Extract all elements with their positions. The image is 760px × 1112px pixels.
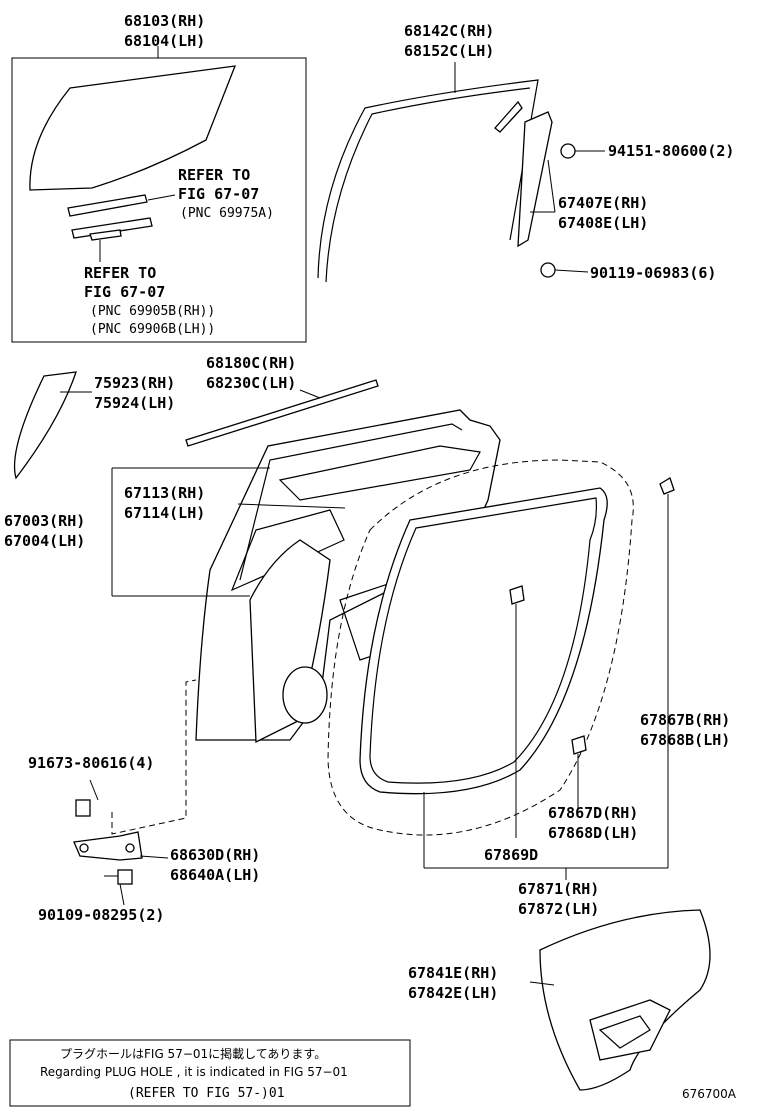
label-garnish-1: 75923(RH)	[94, 374, 175, 392]
bolt-94151[interactable]	[560, 143, 576, 159]
label-hinge-1: 68630D(RH)	[170, 846, 260, 864]
screw-91673[interactable]	[75, 799, 91, 817]
label-door-1: 67003(RH)	[4, 512, 85, 530]
label-garnish-2: 75924(LH)	[94, 394, 175, 412]
label-frame-2: 67408E(LH)	[558, 214, 648, 232]
label-refer2-1: REFER TO	[84, 264, 156, 282]
label-cover-2: 67842E(LH)	[408, 984, 498, 1002]
label-runchannel-1: 68142C(RH)	[404, 22, 494, 40]
label-ws-2: 67872(LH)	[518, 900, 599, 918]
service-cover-group	[529, 909, 711, 1091]
glass-channel-upper	[67, 194, 148, 217]
glass-group-box	[11, 57, 307, 343]
label-door-2: 67004(LH)	[4, 532, 85, 550]
note-box	[9, 1039, 411, 1107]
label-panel-1: 67113(RH)	[124, 484, 205, 502]
service-hole-cover[interactable]	[539, 909, 711, 1091]
label-glass-2: 68104(LH)	[124, 32, 205, 50]
door-assembly	[195, 409, 501, 744]
plug-hole-note: プラグホールはFIG 57−01に掲載してあります。 Regarding PLU…	[9, 1039, 411, 1107]
bolt-90109[interactable]	[117, 869, 133, 885]
bolt-90119[interactable]	[540, 262, 556, 278]
clip-67867b[interactable]	[659, 477, 675, 495]
note-line-refer: (REFER TO FIG 57-)01	[128, 1086, 285, 1101]
label-seal-b-1: 67867B(RH)	[640, 711, 730, 729]
glass-channel-lower	[71, 217, 153, 239]
label-bolt-94151: 94151-80600(2)	[608, 142, 734, 160]
figure-code: 676700A	[682, 1087, 737, 1101]
label-runchannel-2: 68152C(LH)	[404, 42, 494, 60]
glass-channel-clip	[89, 229, 122, 241]
label-clip-67869: 67869D	[484, 846, 538, 864]
label-bolt-90119: 90119-06983(6)	[590, 264, 716, 282]
run-channel[interactable]	[317, 79, 539, 279]
label-belt-1: 68180C(RH)	[206, 354, 296, 372]
label-seal-d-2: 67868D(LH)	[548, 824, 638, 842]
weatherstrip-outline	[327, 459, 634, 836]
label-refer1-2: FIG 67-07	[178, 185, 259, 203]
hinge-group	[73, 679, 197, 906]
note-line-en: Regarding PLUG HOLE , it is indicated in…	[40, 1065, 348, 1079]
door-glass[interactable]	[29, 65, 237, 191]
channel-bracket	[494, 100, 523, 133]
note-line-jp: プラグホールはFIG 57−01に掲載してあります。	[60, 1046, 326, 1061]
label-refer2-2: FIG 67-07	[84, 283, 165, 301]
label-refer2-4: (PNC 69906B(LH))	[90, 322, 215, 337]
label-screw-91673: 91673-80616(4)	[28, 754, 154, 772]
label-glass-1: 68103(RH)	[124, 12, 205, 30]
label-bolt-90109: 90109-08295(2)	[38, 906, 164, 924]
belt-weatherstrip[interactable]	[185, 379, 379, 447]
label-hinge-2: 68640A(LH)	[170, 866, 260, 884]
label-seal-b-2: 67868B(LH)	[640, 731, 730, 749]
label-seal-d-1: 67867D(RH)	[548, 804, 638, 822]
label-refer1-3: (PNC 69975A)	[180, 206, 274, 221]
label-cover-1: 67841E(RH)	[408, 964, 498, 982]
door-hinge[interactable]	[73, 831, 143, 861]
label-frame-1: 67407E(RH)	[558, 194, 648, 212]
label-panel-2: 67114(LH)	[124, 504, 205, 522]
label-belt-2: 68230C(LH)	[206, 374, 296, 392]
glass-group	[11, 46, 307, 343]
door-weatherstrip-group	[327, 459, 634, 836]
label-ws-1: 67871(RH)	[518, 880, 599, 898]
run-channel-group	[317, 62, 605, 283]
speaker-hole	[282, 666, 328, 724]
label-refer1-1: REFER TO	[178, 166, 250, 184]
pillar-garnish[interactable]	[13, 371, 77, 480]
label-refer2-3: (PNC 69905B(RH))	[90, 304, 215, 319]
clip-67869[interactable]	[509, 585, 525, 605]
division-bar[interactable]	[517, 111, 553, 248]
clip-67867d[interactable]	[571, 735, 587, 755]
